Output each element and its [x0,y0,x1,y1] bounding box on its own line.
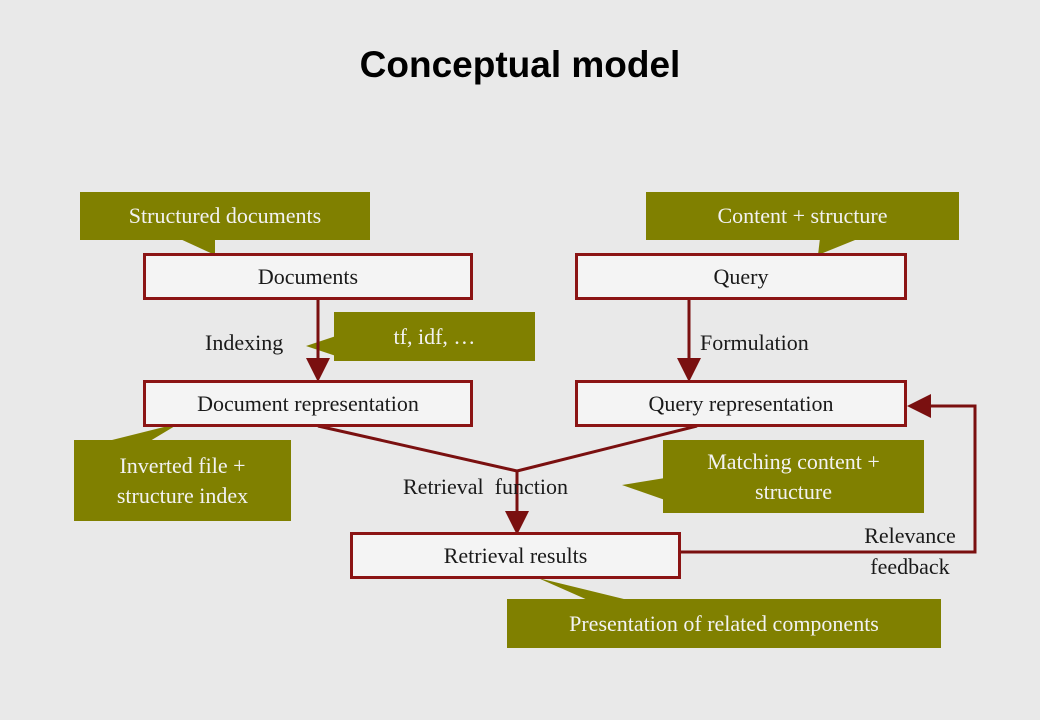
callout-presentation: Presentation of related components [507,599,941,648]
callout-content-structure: Content + structure [646,192,959,240]
match-line-left [317,424,518,473]
match-line-right [516,424,698,473]
callout-pointer-presentation [538,578,632,601]
callout-pointer-content-structure [818,238,860,255]
retrieval-results-box: Retrieval results [350,532,681,579]
query-representation-box: Query representation [575,380,907,427]
callout-pointer-structured-documents [178,238,215,255]
relevance-feedback-label: Relevance feedback [864,523,956,579]
arrow-relevance-feedback [681,394,977,554]
callout-tf-idf: tf, idf, … [334,312,535,361]
callout-pointer-tf-idf [306,336,336,356]
formulation-label: Formulation [700,330,809,355]
indexing-label: Indexing [205,330,284,355]
callout-inverted-file: Inverted file + structure index [74,440,291,521]
document-representation-box: Document representation [143,380,473,427]
callout-matching: Matching content + structure [663,440,924,513]
documents-box: Documents [143,253,473,300]
callout-pointer-matching [622,478,665,500]
page-title: Conceptual model [359,44,681,85]
query-box: Query [575,253,907,300]
retrieval-function-label: Retrieval function [403,474,568,499]
callout-structured-documents: Structured documents [80,192,370,240]
callout-pointer-inverted-file [108,423,180,441]
